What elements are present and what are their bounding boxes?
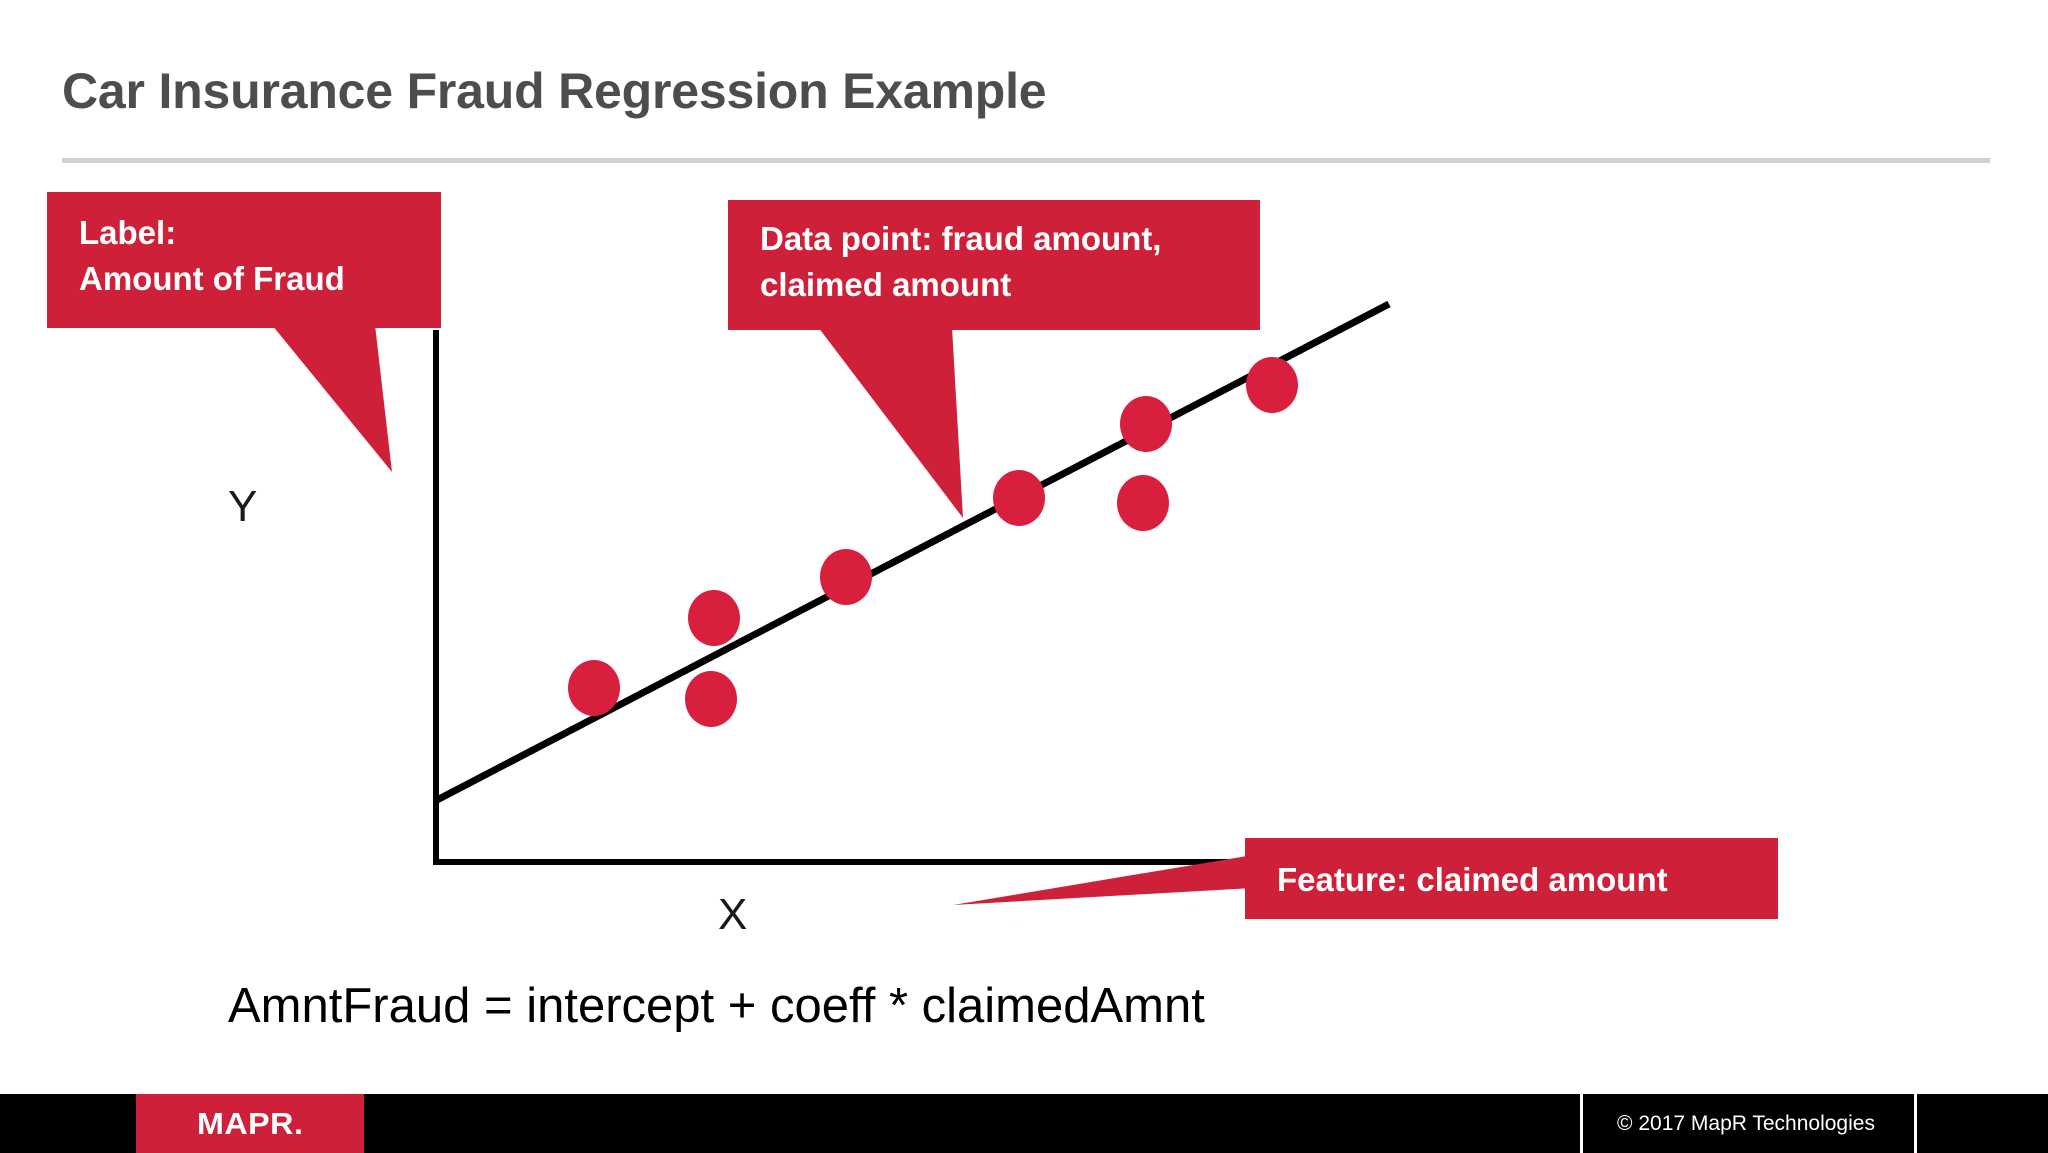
data-point[interactable] xyxy=(685,671,737,727)
callout-label[interactable]: Label: Amount of Fraud xyxy=(47,192,441,328)
mapr-logo: MAPR. xyxy=(136,1094,364,1153)
footer-divider-right xyxy=(1914,1094,1917,1153)
footer-divider-left xyxy=(1580,1094,1583,1153)
data-point[interactable] xyxy=(688,590,740,646)
data-point[interactable] xyxy=(1117,475,1169,531)
data-point[interactable] xyxy=(568,660,620,716)
data-point[interactable] xyxy=(820,549,872,605)
data-point[interactable] xyxy=(1246,357,1298,413)
data-point[interactable] xyxy=(993,470,1045,526)
regression-line xyxy=(435,300,1391,804)
callout-label-line2: Amount of Fraud xyxy=(79,260,345,297)
y-axis-label: Y xyxy=(228,482,258,531)
callout-datapoint-line1: Data point: fraud amount, xyxy=(760,220,1162,257)
page-title: Car Insurance Fraud Regression Example xyxy=(62,63,1047,119)
title-divider xyxy=(62,158,1990,163)
regression-formula: AmntFraud = intercept + coeff * claimedA… xyxy=(228,979,1205,1033)
footer-copyright: © 2017 MapR Technologies xyxy=(1617,1111,1875,1135)
callout-label-line1: Label: xyxy=(79,214,177,251)
data-point[interactable] xyxy=(1120,396,1172,452)
callout-feature[interactable]: Feature: claimed amount xyxy=(1245,838,1778,919)
mapr-logo-text: MAPR. xyxy=(196,1105,304,1141)
callout-feature-text: Feature: claimed amount xyxy=(1277,861,1668,898)
callout-datapoint[interactable]: Data point: fraud amount, claimed amount xyxy=(728,200,1260,330)
callout-datapoint-line2: claimed amount xyxy=(760,266,1012,303)
x-axis-label: X xyxy=(718,890,748,939)
